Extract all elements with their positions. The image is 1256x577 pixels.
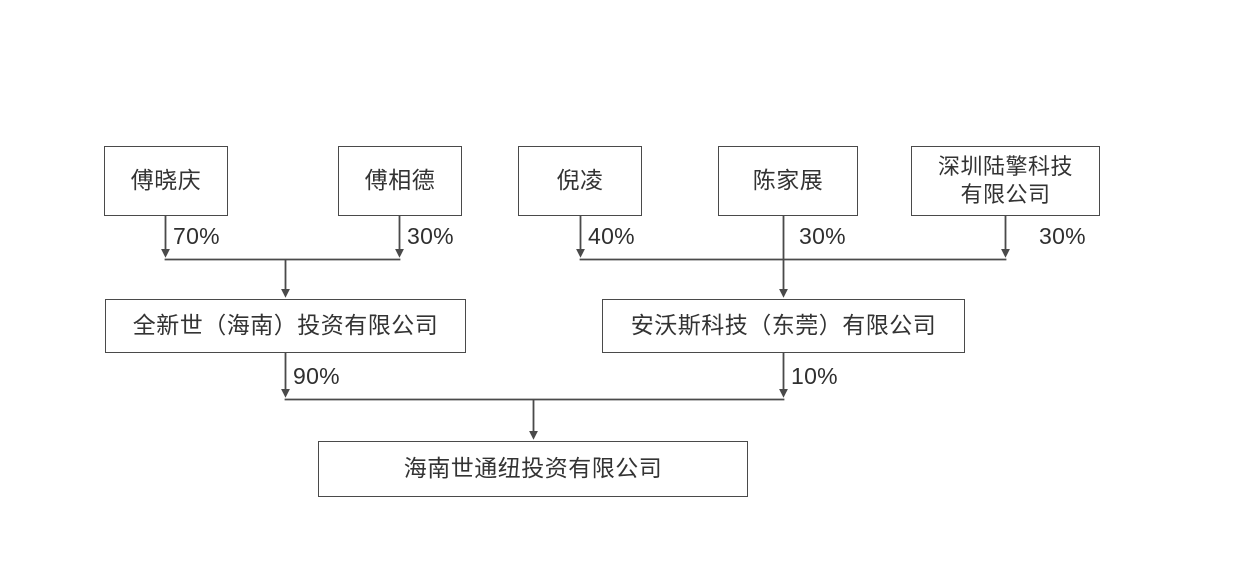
edge-label-shenzhen-luqing-percent: 30% xyxy=(1039,223,1086,249)
edge-label-ni-ling-percent: 40% xyxy=(588,223,635,249)
node-label: 傅晓庆 xyxy=(130,167,202,194)
node-label: 倪凌 xyxy=(556,167,604,194)
node-holding-quanxinshi[interactable]: 全新世（海南）投资有限公司 xyxy=(105,299,466,353)
node-label: 海南世通纽投资有限公司 xyxy=(403,455,663,482)
node-shareholder-ni-ling[interactable]: 倪凌 xyxy=(518,146,642,216)
edge-label-quanxinshi-percent: 90% xyxy=(293,363,340,389)
node-shareholder-chen-jia-zhan[interactable]: 陈家展 xyxy=(718,146,858,216)
edge-label-chen-jia-zhan-percent: 30% xyxy=(799,223,846,249)
edge-label-anwosi-percent: 10% xyxy=(791,363,838,389)
node-label: 安沃斯科技（东莞）有限公司 xyxy=(630,312,937,339)
node-shareholder-fu-xiao-qing[interactable]: 傅晓庆 xyxy=(104,146,228,216)
edge-label-fu-xiang-de-percent: 30% xyxy=(407,223,454,249)
node-holding-anwosi[interactable]: 安沃斯科技（东莞）有限公司 xyxy=(602,299,965,353)
node-label: 傅相德 xyxy=(364,167,436,194)
node-label: 陈家展 xyxy=(752,167,824,194)
node-shareholder-shenzhen-luqing[interactable]: 深圳陆擎科技 有限公司 xyxy=(911,146,1100,216)
node-label: 全新世（海南）投资有限公司 xyxy=(132,312,439,339)
node-shareholder-fu-xiang-de[interactable]: 傅相德 xyxy=(338,146,462,216)
node-target-hainan-shitongniu[interactable]: 海南世通纽投资有限公司 xyxy=(318,441,748,497)
node-label: 深圳陆擎科技 有限公司 xyxy=(937,153,1073,207)
edge-label-fu-xiao-qing-percent: 70% xyxy=(173,223,220,249)
